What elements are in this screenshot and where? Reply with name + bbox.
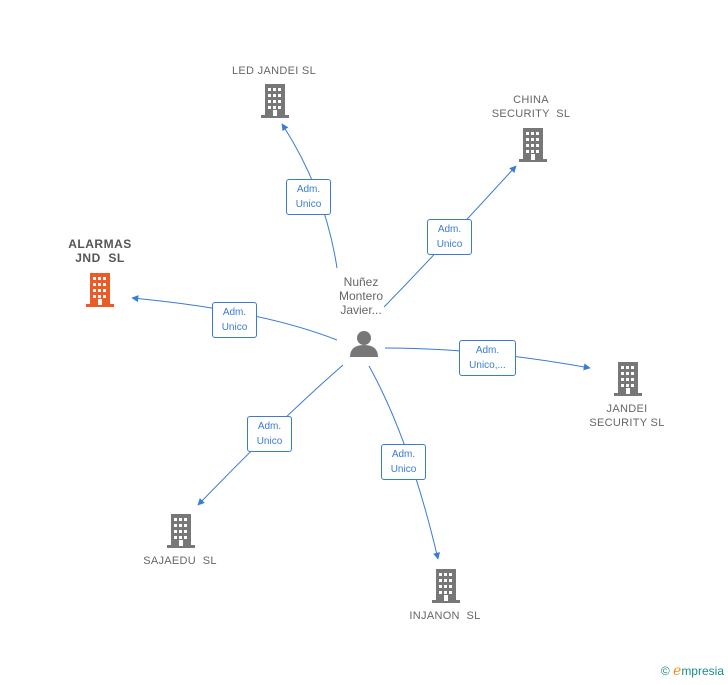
edge-label-sajaedu[interactable]: Adm. Unico <box>247 416 292 452</box>
person-label[interactable]: Nuñez Montero Javier... <box>338 275 384 317</box>
edge-label-alarmas-jnd[interactable]: Adm. Unico <box>212 302 257 338</box>
building-icon[interactable] <box>519 128 549 167</box>
company-label-jandei-security[interactable]: JANDEI SECURITY SL <box>589 403 665 429</box>
building-icon[interactable] <box>614 362 644 401</box>
building-icon[interactable] <box>432 569 462 608</box>
edge-label-china-security[interactable]: Adm. Unico <box>427 219 472 255</box>
person-icon[interactable] <box>350 331 378 357</box>
company-label-injanon[interactable]: INJANON SL <box>409 610 481 622</box>
edge-label-led-jandei[interactable]: Adm. Unico <box>286 179 331 215</box>
company-label-led-jandei[interactable]: LED JANDEI SL <box>232 65 316 77</box>
building-icon[interactable] <box>261 84 291 123</box>
company-label-sajaedu[interactable]: SAJAEDU SL <box>143 555 217 567</box>
building-icon[interactable] <box>86 273 116 312</box>
footer-brand[interactable]: © empresia <box>661 663 724 679</box>
company-label-china-security[interactable]: CHINA SECURITY SL <box>491 94 571 120</box>
building-icon[interactable] <box>167 514 197 553</box>
company-label-alarmas-jnd[interactable]: ALARMAS JND SL <box>68 237 132 265</box>
brand-logo-text: mpresia <box>681 664 724 678</box>
brand-logo-initial: e <box>673 663 682 679</box>
edge-label-jandei-security[interactable]: Adm. Unico,... <box>459 340 516 376</box>
copyright-icon: © <box>660 664 670 678</box>
edge-label-injanon[interactable]: Adm. Unico <box>381 444 426 480</box>
